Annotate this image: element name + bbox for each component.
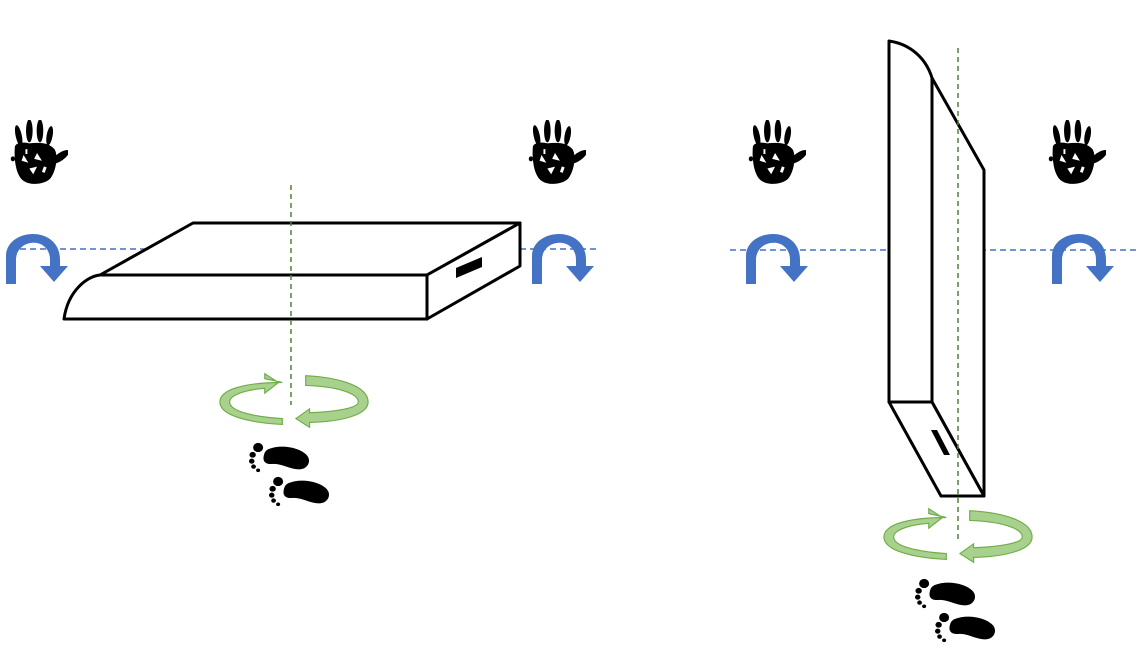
- right-box-bottom-face: [887, 400, 986, 498]
- roll-arrow-left: [746, 234, 808, 284]
- left-device-box: [62, 221, 522, 321]
- right-box-front-face: [887, 39, 934, 404]
- hand-icon: [1048, 120, 1106, 184]
- roll-arrow-left: [6, 234, 68, 284]
- footprints-icon: [249, 443, 329, 506]
- hand-icon: [748, 120, 806, 184]
- footprints-icon: [915, 579, 995, 642]
- right-panel: [730, 39, 1138, 642]
- left-panel: [6, 120, 600, 506]
- roll-arrow-right: [1052, 234, 1114, 284]
- right-box-port: [931, 430, 950, 455]
- yaw-arrow: [219, 373, 369, 428]
- roll-arrow-right: [532, 234, 594, 284]
- left-box-port: [456, 257, 482, 278]
- hand-icon: [10, 120, 68, 184]
- right-device-box: [887, 39, 986, 498]
- left-box-side-face: [425, 221, 522, 321]
- hand-icon: [528, 120, 586, 184]
- left-box-front-face: [62, 273, 429, 321]
